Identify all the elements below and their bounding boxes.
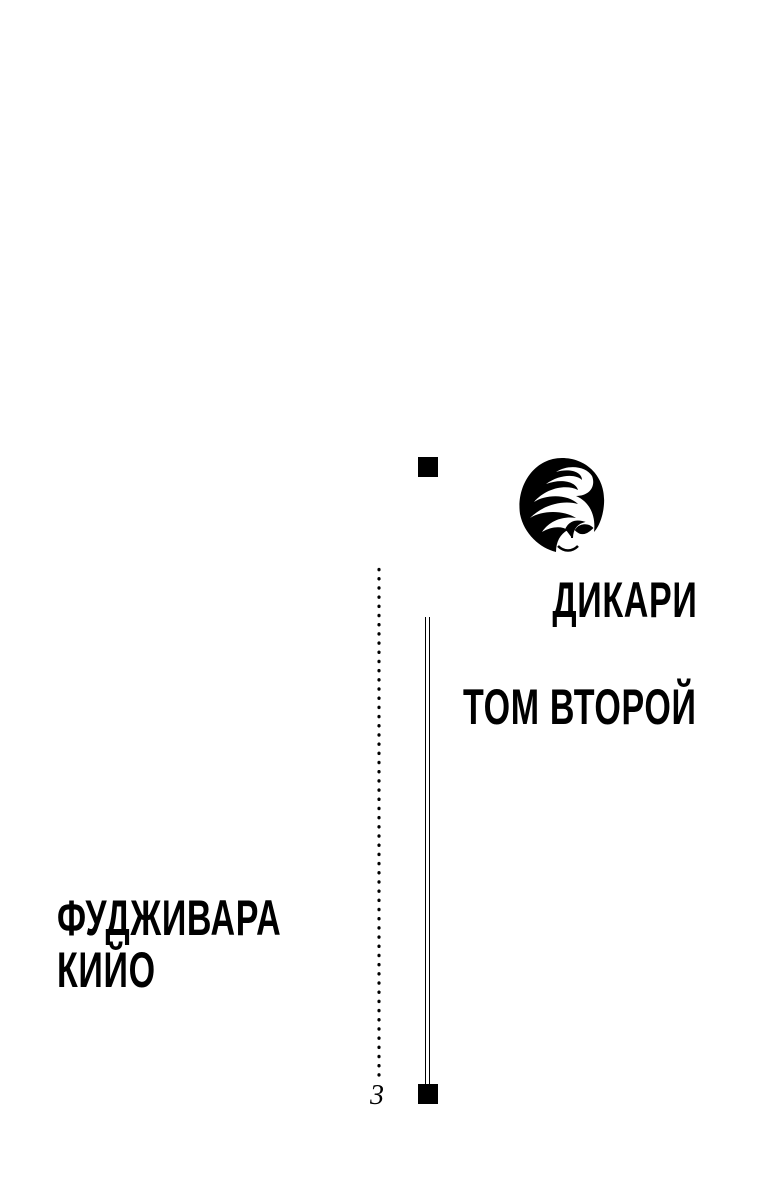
page-number: 3 <box>370 1080 384 1111</box>
book-title: ДИКАРИ <box>551 572 697 628</box>
top-square-ornament <box>418 457 438 477</box>
volume-label: ТОМ ВТОРОЙ <box>463 679 697 735</box>
bottom-square-ornament <box>418 1084 438 1104</box>
dotted-vertical-line <box>377 565 381 1080</box>
author-name-line1: ФУДЖИВАРА <box>57 890 282 946</box>
author-name-line2: КИЙО <box>57 942 156 998</box>
double-vertical-line <box>425 617 430 1085</box>
publisher-logo-icon <box>519 458 605 552</box>
